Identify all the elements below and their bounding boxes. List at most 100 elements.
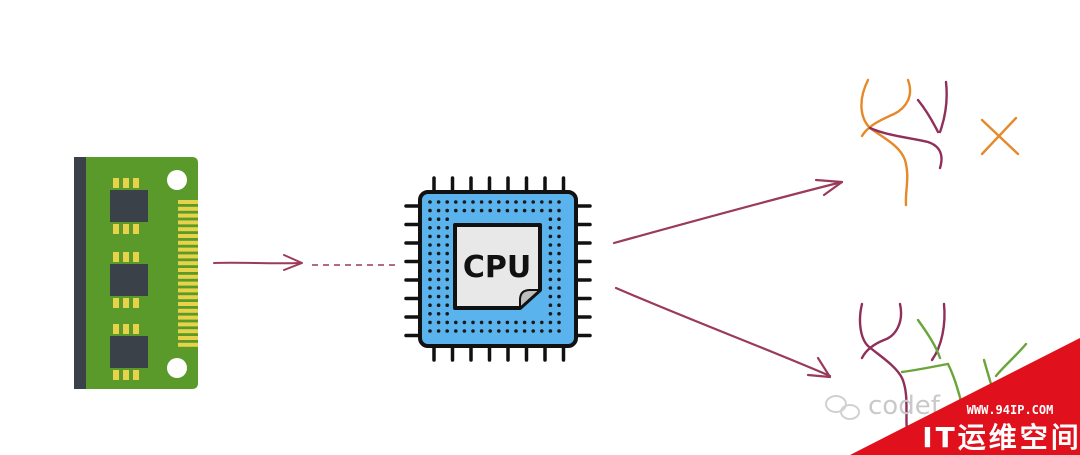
- memory-pin: [178, 206, 198, 211]
- cpu-dot: [548, 243, 553, 247]
- memory-pin: [178, 295, 198, 300]
- cpu-dot: [488, 329, 493, 333]
- chip-lead: [113, 324, 119, 334]
- cpu-dot: [436, 208, 441, 213]
- cpu-dot: [471, 329, 475, 333]
- memory-module-icon: [74, 157, 198, 389]
- bottom-branch-diagram: [858, 302, 1028, 442]
- chip-lead: [123, 252, 129, 262]
- cpu-dot: [454, 200, 458, 204]
- cpu-dot: [445, 320, 450, 325]
- cpu-dot: [488, 200, 493, 204]
- cpu-dot: [445, 277, 450, 282]
- cpu-dot: [505, 208, 510, 213]
- cpu-dot: [428, 329, 432, 333]
- cpu-dot: [428, 251, 432, 256]
- cpu-dot: [479, 329, 484, 333]
- cpu-dot: [445, 329, 450, 333]
- cpu-label: CPU: [463, 250, 531, 285]
- cpu-dot: [497, 329, 501, 333]
- cpu-dot: [454, 208, 458, 213]
- chip-lead: [113, 252, 119, 262]
- cpu-dot: [428, 312, 432, 316]
- chip-lead: [123, 324, 129, 334]
- cpu-dot: [548, 226, 553, 230]
- top-branch-diagram: [860, 78, 948, 207]
- memory-pins: [178, 200, 198, 347]
- cpu-dot: [462, 329, 467, 333]
- memory-pin: [178, 315, 198, 320]
- cpu-dot: [548, 251, 553, 256]
- memory-pin: [178, 288, 198, 293]
- cpu-die-corner: [519, 289, 541, 309]
- cpu-dot: [436, 303, 441, 308]
- cpu-dot: [479, 208, 484, 213]
- cpu-dot: [445, 208, 450, 213]
- cpu-dot: [497, 208, 501, 213]
- cpu-dot: [471, 320, 475, 325]
- cpu-dot: [557, 303, 561, 308]
- memory-pin: [178, 302, 198, 306]
- chip-lead: [123, 224, 129, 234]
- cpu-dot: [548, 277, 553, 282]
- cpu-dot: [557, 217, 561, 221]
- cpu-to-bottom-arrow: [614, 286, 832, 379]
- cpu-dot: [514, 320, 518, 325]
- site-watermark-badge: WWW.94IP.COM IT运维空间: [850, 338, 1080, 455]
- memory-rail-cap-bottom: [74, 379, 96, 389]
- memory-pin: [178, 220, 198, 225]
- chip-body: [110, 264, 148, 296]
- cpu-dot: [531, 329, 535, 333]
- cpu-dot: [522, 320, 527, 325]
- chip-lead: [113, 224, 119, 234]
- cpu-dot: [497, 200, 501, 204]
- cpu-dot: [436, 226, 441, 230]
- memory-pin: [178, 274, 198, 279]
- cpu-dot: [436, 286, 441, 290]
- memory-chip: [110, 252, 148, 308]
- cpu-dot: [445, 312, 450, 316]
- cpu-dot: [548, 329, 553, 333]
- cpu-dot: [548, 208, 553, 213]
- cpu-dot: [454, 320, 458, 325]
- watermark-site-url: WWW.94IP.COM: [967, 403, 1054, 417]
- cpu-dot: [436, 251, 441, 256]
- cpu-dot: [540, 208, 544, 213]
- cpu-dot-grid: [428, 200, 561, 333]
- cpu-dot: [557, 208, 561, 213]
- cpu-dot: [462, 320, 467, 325]
- cpu-dot: [479, 200, 484, 204]
- memory-hole-top: [167, 170, 187, 190]
- chip-lead: [133, 178, 139, 188]
- cpu-dot: [557, 226, 561, 230]
- cpu-dot: [540, 320, 544, 325]
- cpu-dot: [445, 200, 450, 204]
- cpu-dot: [522, 329, 527, 333]
- cpu-dot: [548, 303, 553, 308]
- wechat-watermark: codef: [825, 391, 941, 421]
- cpu-dot: [436, 294, 441, 299]
- cpu-dot: [436, 312, 441, 316]
- cpu-dot: [445, 226, 450, 230]
- cpu-dot: [540, 200, 544, 204]
- cpu-dot: [436, 217, 441, 221]
- chip-lead: [123, 298, 129, 308]
- cpu-dot: [445, 217, 450, 221]
- chip-lead: [123, 178, 129, 188]
- cpu-dot: [548, 217, 553, 221]
- memory-pin: [178, 322, 198, 327]
- chip-lead: [133, 370, 139, 380]
- cpu-dot: [445, 269, 450, 273]
- memory-pin: [178, 213, 198, 218]
- chip-lead: [123, 370, 129, 380]
- cpu-dot: [471, 208, 475, 213]
- cpu-dot: [445, 286, 450, 290]
- cpu-dot: [514, 208, 518, 213]
- cpu-dot: [557, 294, 561, 299]
- cpu-dot: [436, 260, 441, 265]
- cpu-dot: [428, 260, 432, 265]
- chip-lead: [133, 298, 139, 308]
- cpu-dot: [445, 243, 450, 247]
- watermark-site-brand: IT运维空间: [922, 421, 1080, 454]
